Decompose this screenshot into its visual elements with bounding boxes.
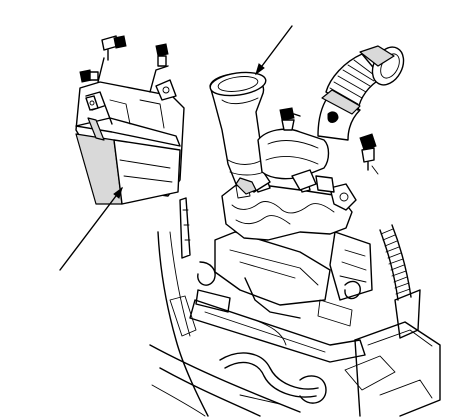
engine-bay-background [149, 197, 441, 417]
leader-bolt [371, 165, 379, 175]
air-cleaner-cover [75, 57, 185, 205]
bolt-3 [79, 69, 99, 83]
bolt-2 [155, 43, 169, 67]
bolt-4 [279, 107, 301, 131]
air-intake-duct [209, 71, 271, 195]
fasteners [79, 35, 377, 171]
bolt-5 [359, 133, 377, 171]
bolt-1 [101, 35, 127, 61]
leader-air-cleaner-cover [59, 187, 123, 271]
callout-leaders [59, 25, 379, 271]
intake-hose [257, 45, 405, 193]
